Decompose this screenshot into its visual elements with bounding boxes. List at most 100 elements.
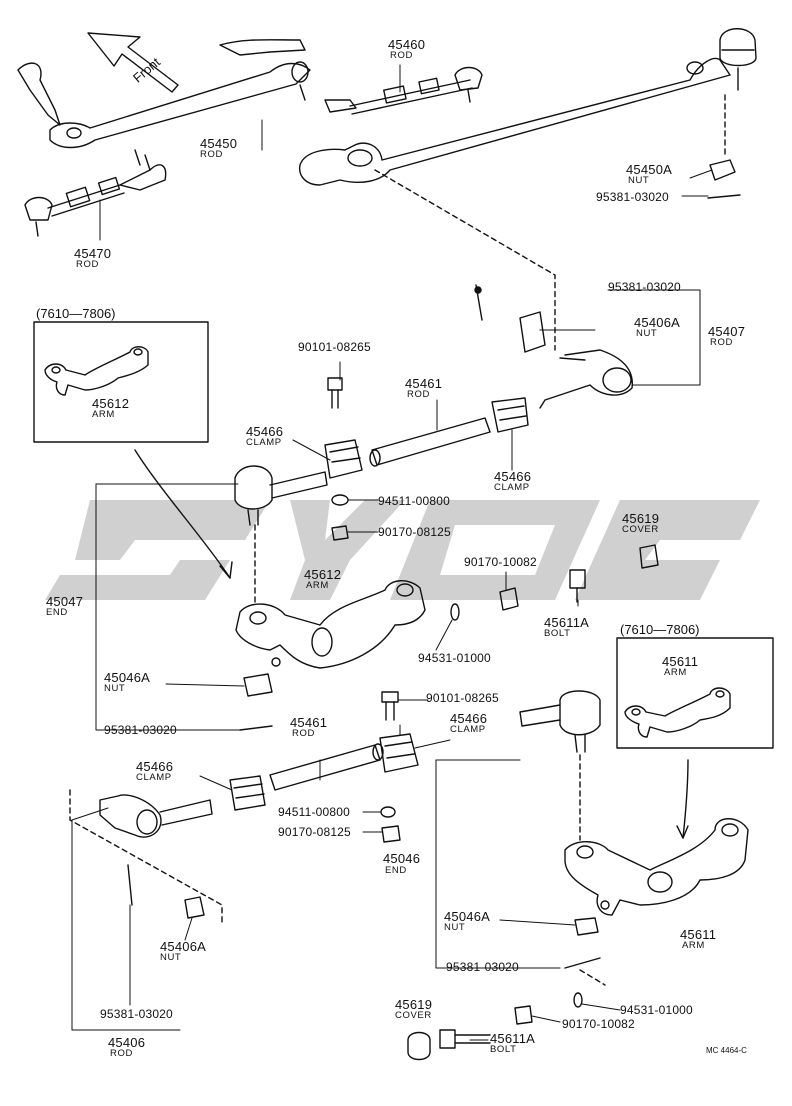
part-45046A-top-number: 45046A: [104, 670, 151, 685]
part-45461-lower-name: ROD: [292, 728, 315, 739]
watermark-logo: [45, 500, 760, 600]
part-95381-a-number: 95381-03020: [596, 190, 669, 204]
part-95381-b-number: 95381-03020: [608, 280, 681, 294]
part-45046A-top-name: NUT: [104, 683, 126, 694]
part-45619-b-name: COVER: [395, 1010, 432, 1021]
inset-left-arrowhead: [219, 561, 233, 579]
part-45466-a-name: CLAMP: [246, 437, 282, 448]
part-45406-number: 45406: [108, 1035, 146, 1050]
part-45466-b-name: CLAMP: [494, 482, 530, 493]
part-94511-a-number: 94511-00800: [378, 494, 451, 508]
part-90101-a-number: 90101-08265: [298, 340, 371, 354]
inset-left-range: (7610—7806): [36, 306, 116, 321]
inset-right-part-number: 45611: [662, 654, 699, 669]
part-95381-e-number: 95381-03020: [100, 1007, 173, 1021]
rod-45470-drawing: [24, 149, 167, 237]
part-45611A-a-name: BOLT: [544, 628, 571, 639]
part-45466-a-number: 45466: [246, 424, 284, 439]
nut-45450A-drawing: [707, 159, 741, 199]
part-45406A-top-name: NUT: [636, 328, 658, 339]
arm-45611-drawing: [564, 818, 749, 916]
inset-left-part-name: ARM: [92, 409, 115, 420]
part-45450A-name: NUT: [628, 175, 650, 186]
inset-right-part-name: ARM: [664, 667, 687, 678]
rod-45460-drawing: [324, 66, 483, 115]
part-95381-c-number: 95381-03020: [104, 723, 177, 737]
arm-45612-drawing: [235, 580, 426, 669]
part-45461-top-name: ROD: [407, 389, 430, 400]
bolt-90101-top-drawing: [327, 377, 343, 409]
inset-left-arrow: [134, 449, 231, 579]
part-45611-name: ARM: [682, 940, 705, 951]
part-45450-name: ROD: [200, 149, 223, 160]
part-45461-lower-number: 45461: [290, 715, 328, 730]
part-45611A-a-number: 45611A: [544, 615, 590, 630]
rod-45461-lower-drawing: [269, 743, 384, 791]
part-90170-a-number: 90170-08125: [378, 525, 451, 539]
part-45611-number: 45611: [680, 927, 717, 942]
part-45619-a-number: 45619: [622, 511, 660, 526]
part-45466-d-name: CLAMP: [136, 772, 172, 783]
leader-lines: [71, 64, 713, 1041]
clamp-45466-lower-drawings: [229, 733, 419, 811]
inset-arm-left-drawing: [44, 346, 149, 396]
part-94531-b-number: 94531-01000: [620, 1003, 693, 1017]
part-45450A-number: 45450A: [626, 162, 673, 177]
part-45611A-b-number: 45611A: [490, 1031, 536, 1046]
part-45466-c-name: CLAMP: [450, 724, 486, 735]
part-94511-b-number: 94511-00800: [278, 805, 351, 819]
part-45046-name: END: [385, 865, 407, 876]
part-45450-number: 45450: [200, 136, 238, 151]
part-45406-name: ROD: [110, 1048, 133, 1059]
part-45466-c-number: 45466: [450, 711, 488, 726]
rod-45406-drawing: [99, 794, 213, 919]
part-45470-number: 45470: [74, 246, 112, 261]
part-45046A-lower-number: 45046A: [444, 909, 491, 924]
part-45046A-lower-name: NUT: [444, 922, 466, 933]
part-45461-top-number: 45461: [405, 376, 443, 391]
rod-45407-drawing: [474, 284, 633, 409]
part-45047-number: 45047: [46, 594, 84, 609]
front-arrow-icon: [87, 32, 179, 93]
part-45611A-b-name: BOLT: [490, 1044, 517, 1055]
inset-right-range: (7610—7806): [620, 622, 700, 637]
part-95381-d-number: 95381-03020: [446, 960, 519, 974]
inset-right-arrow: [682, 759, 689, 839]
inset-left-part-number: 45612: [92, 396, 130, 411]
part-45466-d-number: 45466: [136, 759, 174, 774]
part-90170-d-number: 90170-10082: [562, 1017, 635, 1031]
part-45612-name: ARM: [306, 580, 329, 591]
part-45466-b-number: 45466: [494, 469, 532, 484]
rod-45461-top-drawing: [369, 417, 491, 467]
part-45470-name: ROD: [76, 259, 99, 270]
part-45047-name: END: [46, 607, 68, 618]
part-90101-b-number: 90101-08265: [426, 691, 499, 705]
part-45406A-lower-name: NUT: [160, 952, 182, 963]
drawing-code: MC 4464-C: [706, 1046, 747, 1055]
inset-box-left: [33, 321, 209, 443]
inset-arm-right-drawing: [624, 687, 731, 738]
small-hardware-lower-drawings: [380, 806, 601, 1061]
inset-right-arrowhead: [676, 825, 689, 839]
nut-45046A-top-drawing: [239, 673, 273, 731]
end-45047-drawing: [234, 465, 328, 526]
end-45046-drawing: [519, 690, 601, 753]
relay-rod-top-drawing: [298, 28, 757, 186]
clamp-45466-drawings: [324, 397, 529, 479]
part-45460-number: 45460: [388, 37, 426, 52]
part-90170-c-number: 90170-08125: [278, 825, 351, 839]
part-45619-b-number: 45619: [395, 997, 433, 1012]
part-45407-number: 45407: [708, 324, 746, 339]
part-45046-number: 45046: [383, 851, 421, 866]
part-90170-b-number: 90170-10082: [464, 555, 537, 569]
part-45460-name: ROD: [390, 50, 413, 61]
part-45406A-top-number: 45406A: [634, 315, 681, 330]
part-45406A-lower-number: 45406A: [160, 939, 207, 954]
rod-45450-drawing: [17, 39, 311, 149]
part-45619-a-name: COVER: [622, 524, 659, 535]
part-94531-a-number: 94531-01000: [418, 651, 491, 665]
part-45612-number: 45612: [304, 567, 342, 582]
bolt-90101-lower-drawing: [381, 691, 399, 721]
